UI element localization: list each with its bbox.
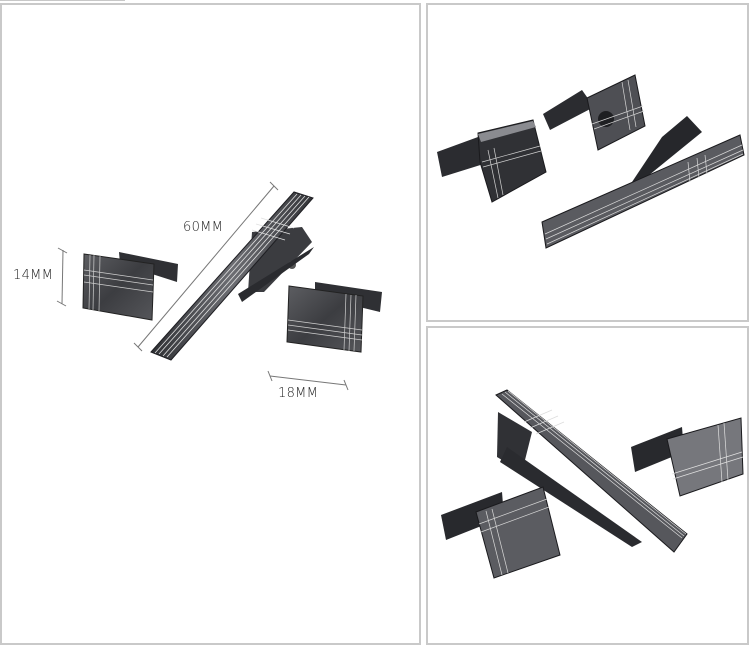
cufflink-left <box>441 486 561 579</box>
tie-clip-cufflinks-dimensions-illustration <box>56 181 382 391</box>
product-image-bottom-right <box>426 326 749 645</box>
dimension-label-14mm: 14MM <box>13 268 54 283</box>
product-image-top-right <box>426 3 749 322</box>
tie-clip <box>150 191 314 361</box>
cufflink-middle <box>543 74 646 151</box>
dimension-label-60mm: 60MM <box>183 220 224 235</box>
left-cufflink <box>82 252 178 321</box>
dimension-line-60mm <box>133 181 279 352</box>
right-cufflink <box>286 282 382 353</box>
product-image-main: 60MM 14MM 18MM <box>0 3 421 645</box>
cufflink-left <box>437 119 547 203</box>
cufflink-right <box>631 417 744 497</box>
cufflinks-tie-clip-angled-photo <box>437 74 745 249</box>
dimension-line-18mm <box>267 370 349 391</box>
tie-clip <box>495 389 688 553</box>
tie-clip <box>541 116 745 249</box>
top-edge-line <box>0 0 125 1</box>
dimension-label-18mm: 18MM <box>278 386 319 401</box>
dimension-line-14mm <box>56 247 68 307</box>
tie-clip-cufflinks-alternate-photo <box>441 389 744 579</box>
